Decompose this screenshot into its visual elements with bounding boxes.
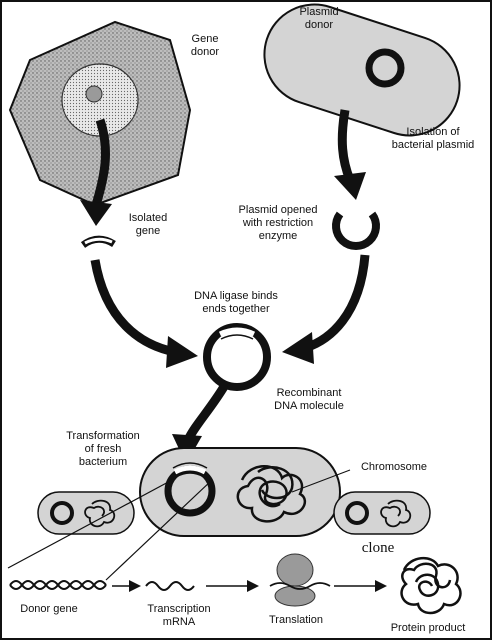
zoom-line-lower — [105, 479, 213, 581]
protein-product — [400, 557, 462, 615]
arrow-plasmid-isolation — [334, 109, 366, 200]
label-transcription: Transcription mRNA — [147, 603, 211, 628]
label-translation: Translation — [268, 614, 323, 626]
chromosome-tangle — [236, 465, 307, 523]
chromosome-pointer — [291, 469, 351, 493]
label-isolated-gene: Isolated gene — [128, 212, 168, 237]
label-clone: clone — [361, 540, 395, 556]
label-protein-product: Protein product — [390, 622, 466, 634]
label-plasmid-opened: Plasmid opened with restriction enzyme — [238, 204, 318, 242]
label-recombinant: Recombinant DNA molecule — [274, 387, 344, 412]
arrow-gene-isolation — [80, 118, 112, 226]
label-plasmid-donor: Plasmid donor — [299, 6, 339, 31]
recombinant-dna-molecule — [203, 323, 271, 391]
arrow-plasmid-to-recombinant — [282, 254, 370, 364]
plasmid-donor-bacterium — [263, 3, 461, 137]
label-donor-gene: Donor gene — [20, 603, 78, 615]
label-gene-donor: Gene donor — [190, 33, 220, 58]
clone-bacterium-left — [37, 491, 135, 535]
gene-donor-cell — [8, 20, 192, 207]
ribosome — [269, 553, 331, 607]
arrow-gene-to-recombinant — [90, 259, 198, 368]
donor-gene-helix — [9, 580, 107, 590]
clone-bacterium-right — [333, 491, 431, 535]
mrna-strand — [145, 581, 195, 591]
label-dna-ligase: DNA ligase binds ends together — [194, 290, 278, 315]
zoom-line-upper — [7, 479, 173, 569]
label-isolation-plasmid: Isolation of bacterial plasmid — [391, 126, 475, 151]
label-transformation: Transformation of fresh bacterium — [66, 430, 140, 468]
opened-plasmid — [332, 211, 380, 250]
label-chromosome: Chromosome — [360, 461, 428, 473]
